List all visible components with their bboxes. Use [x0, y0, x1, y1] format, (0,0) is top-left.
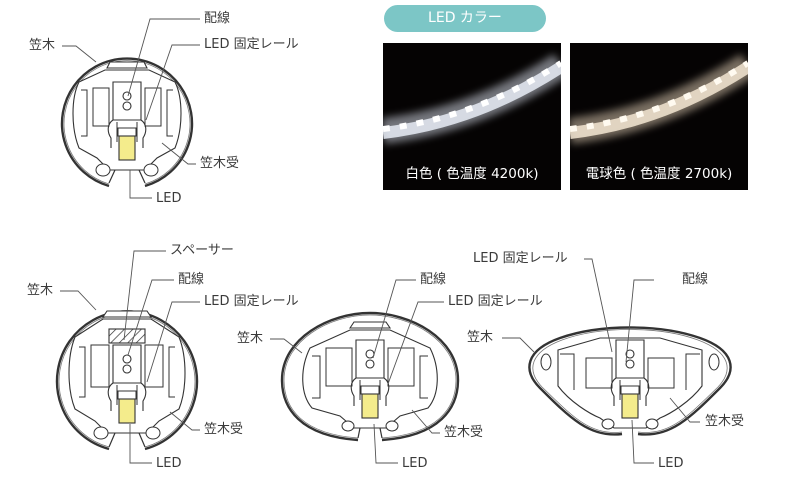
label-led: LED [156, 191, 182, 206]
label-wiring: 配線 [178, 272, 205, 287]
label-handrail: 笠木 [467, 330, 494, 345]
label-wiring: 配線 [420, 272, 447, 287]
label-led: LED [156, 456, 182, 471]
label-led-rail: LED 固定レール [473, 251, 568, 266]
label-handrail-holder: 笠木受 [705, 414, 745, 429]
label-led-rail: LED 固定レール [204, 294, 299, 309]
label-wiring: 配線 [204, 11, 231, 26]
label-handrail-holder: 笠木受 [444, 425, 484, 440]
label-led: LED [658, 456, 684, 471]
label-handrail-holder: 笠木受 [204, 422, 244, 437]
label-led-rail: LED 固定レール [448, 294, 543, 309]
diagram-triangular [528, 326, 732, 436]
label-handrail: 笠木 [27, 283, 54, 298]
caption-warm: 電球色 ( 色温度 2700k) [585, 166, 733, 182]
diagram-round [60, 57, 194, 188]
label-handrail: 笠木 [29, 38, 56, 53]
diagram-oval [280, 311, 460, 442]
caption-white: 白色 ( 色温度 4200k) [405, 166, 539, 182]
label-led-rail: LED 固定レール [204, 37, 299, 52]
label-handrail: 笠木 [237, 331, 264, 346]
label-wiring: 配線 [682, 272, 709, 287]
led-photo-white: 白色 ( 色温度 4200k) [383, 43, 561, 190]
led-color-heading: LED カラー [384, 5, 546, 32]
diagram-round-spacer [55, 310, 199, 451]
label-spacer: スペーサー [170, 243, 234, 258]
label-led: LED [402, 456, 428, 471]
label-handrail-holder: 笠木受 [200, 156, 240, 171]
led-photo-warm: 電球色 ( 色温度 2700k) [570, 43, 748, 190]
leader-lines [60, 18, 700, 464]
